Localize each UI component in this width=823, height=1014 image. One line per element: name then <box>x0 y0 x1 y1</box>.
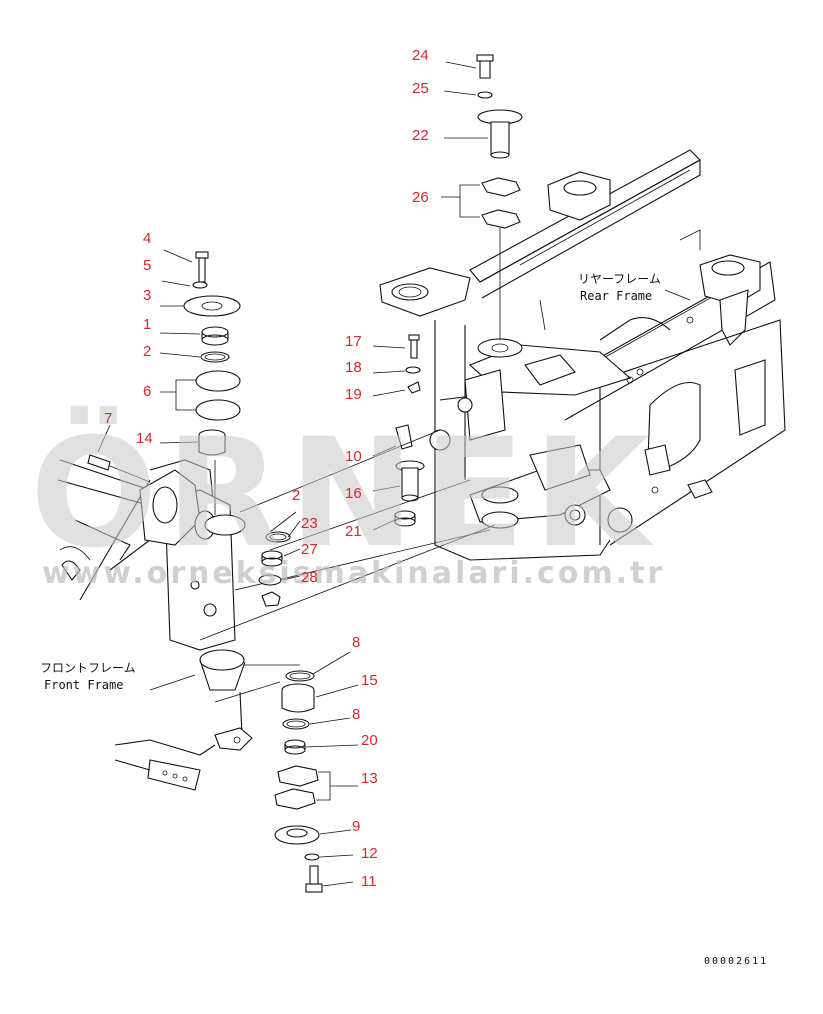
callout-25: 25 <box>412 80 429 97</box>
callout-6: 6 <box>143 383 151 400</box>
frame-labels: リヤーフレーム Rear Frame フロントフレーム Front Frame <box>40 272 661 692</box>
callout-21: 21 <box>345 523 362 540</box>
callout-labels: 24 25 22 26 4 5 3 1 2 6 7 14 17 18 19 10… <box>104 47 429 890</box>
callout-8b: 8 <box>352 706 360 723</box>
callout-18: 18 <box>345 359 362 376</box>
callout-1: 1 <box>143 316 151 333</box>
callout-9: 9 <box>352 818 360 835</box>
callout-15: 15 <box>361 672 378 689</box>
callout-24: 24 <box>412 47 429 64</box>
callout-11: 11 <box>361 873 377 890</box>
callout-5: 5 <box>143 257 151 274</box>
callout-14: 14 <box>136 430 153 447</box>
right-side-small-parts <box>258 531 291 607</box>
callout-8a: 8 <box>352 634 360 651</box>
callout-27: 27 <box>301 541 318 558</box>
front-frame-drawing <box>57 459 253 791</box>
callout-19: 19 <box>345 386 362 403</box>
callout-28: 28 <box>301 569 318 586</box>
callout-2a: 2 <box>143 343 151 360</box>
leader-lines <box>97 61 691 887</box>
callout-22: 22 <box>412 127 429 144</box>
bottom-pin-stack <box>214 664 323 893</box>
callout-23: 23 <box>301 515 318 532</box>
watermark-url: www.orneksismakinalari.com.tr <box>42 556 665 591</box>
rear-frame-drawing <box>379 149 786 561</box>
callout-26: 26 <box>412 189 429 206</box>
callout-4: 4 <box>143 230 151 247</box>
callout-7: 7 <box>104 410 112 427</box>
callout-13: 13 <box>361 770 378 787</box>
top-pin-stack <box>476 54 523 340</box>
callout-12: 12 <box>361 845 378 862</box>
callout-16: 16 <box>345 485 362 502</box>
callout-2b: 2 <box>292 487 300 504</box>
front-frame-label-jp: フロントフレーム <box>40 661 136 675</box>
callout-17: 17 <box>345 333 362 350</box>
rear-frame-label-en: Rear Frame <box>580 289 652 303</box>
rear-frame-label-jp: リヤーフレーム <box>578 272 661 286</box>
front-frame-label-en: Front Frame <box>44 678 123 692</box>
left-pin-stack <box>87 251 241 515</box>
drawing-number: 00002611 <box>704 956 768 967</box>
callout-3: 3 <box>143 287 151 304</box>
callout-20: 20 <box>361 732 378 749</box>
watermark-brand: ÖRNEK <box>30 405 657 581</box>
callout-10: 10 <box>345 448 362 465</box>
watermark: ÖRNEK www.orneksismakinalari.com.tr <box>30 405 665 591</box>
